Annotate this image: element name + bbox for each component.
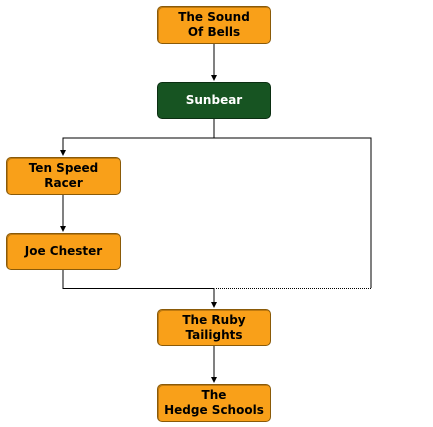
node-joe-chester: Joe Chester — [6, 233, 121, 270]
node-ten-speed-racer: Ten Speed Racer — [6, 157, 121, 195]
edge-sunbear-tenspeed — [60, 119, 215, 156]
node-the-ruby-tailights: The Ruby Tailights — [157, 309, 271, 346]
edge-joe-ruby — [62, 270, 217, 308]
node-the-hedge-schools: The Hedge Schools — [157, 384, 271, 422]
node-the-sound-of-bells: The Sound Of Bells — [157, 6, 271, 44]
node-sunbear: Sunbear — [157, 82, 271, 119]
edge-sunbear-ruby — [214, 137, 372, 288]
